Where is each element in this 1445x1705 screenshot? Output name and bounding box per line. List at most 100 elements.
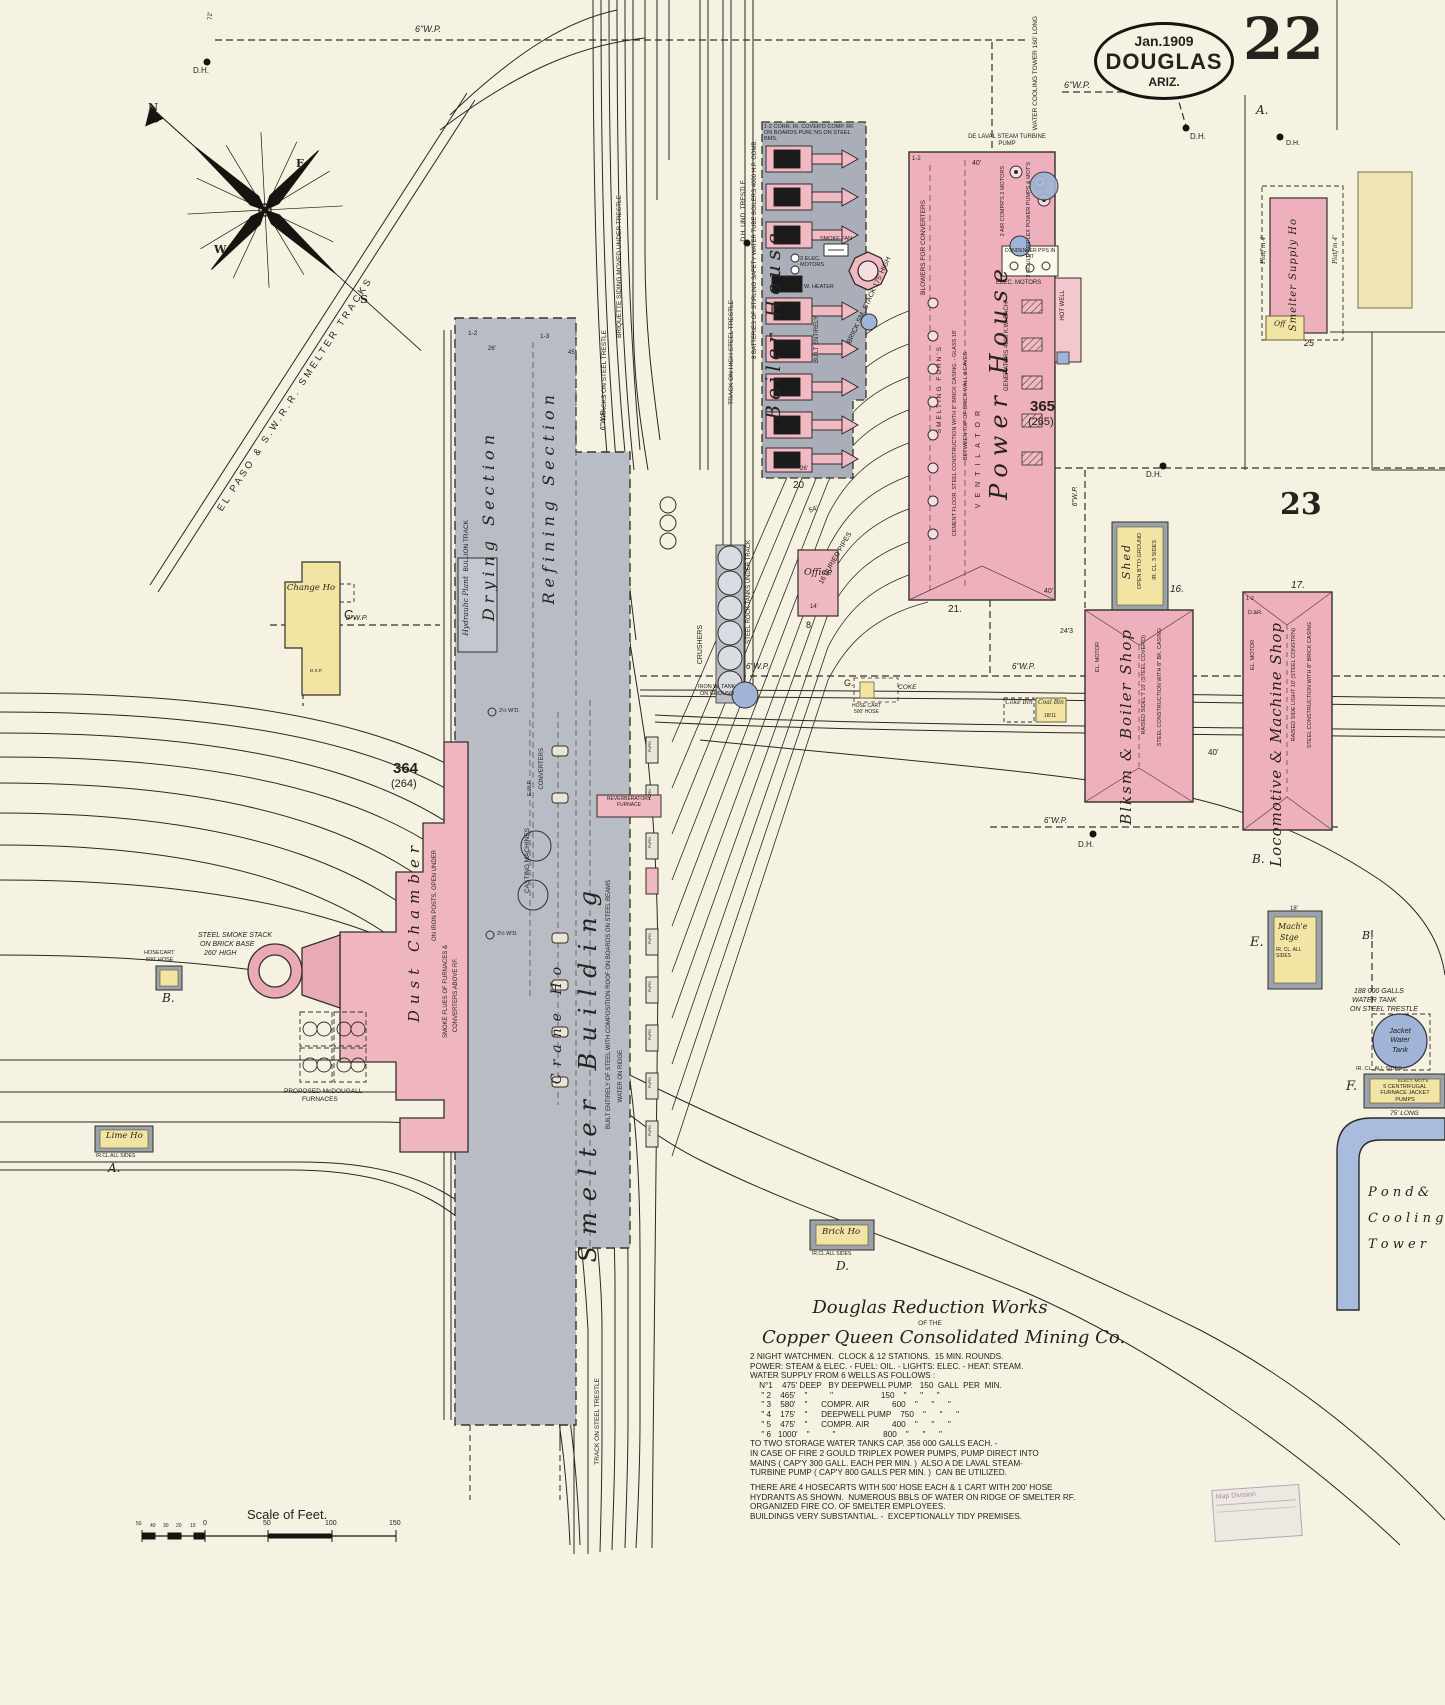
hydraulic-plant-shape: [457, 557, 498, 653]
scale-tick-50l: 50: [136, 1521, 142, 1527]
furn-label-4: FURN: [647, 933, 652, 945]
lime-house-shape: [94, 1125, 154, 1153]
loco-der-label: D.&R.: [1248, 610, 1263, 616]
pumps-line-3: PUMPS: [1395, 1096, 1415, 1103]
jacket-line-2: Water: [1390, 1035, 1410, 1045]
dh-label-1: D.H.: [193, 66, 209, 75]
trestle-tracks-label: TRACKS ON STEEL TRESTLE: [601, 330, 608, 422]
coke-bin-shape: [1003, 697, 1035, 723]
coke-bin-label: Coke Bin: [1005, 699, 1033, 706]
hosecart-b-label-1: HOSECART: [144, 950, 175, 956]
smelter-built-label: BUILT ENTIRELY OF STEEL WITH COMPOSITION…: [606, 880, 612, 1130]
pond-shape: [1336, 1117, 1445, 1311]
pond-line-3: T o w e r: [1368, 1237, 1427, 1252]
oval-date: Jan.1909: [1134, 33, 1194, 49]
dh-label-3: D.H.: [1286, 140, 1300, 147]
notes-line: TURBINE PUMP ( CAP'Y 800 GALLS PER MIN. …: [750, 1468, 1007, 1478]
jacket-pumps-shape: [1363, 1073, 1445, 1109]
supply-office-shape: [1265, 315, 1305, 341]
iron-tank-label-1: IRON W. TANK: [698, 684, 736, 690]
cement-label-1: CEMENT FLOOR. STEEL CONSTRUCTION WITH 8"…: [952, 330, 958, 537]
smoke-flues-label-2: CONVERTERS ABOVE RF.: [453, 958, 459, 1033]
briquette-label: BRIQUETTE SIDING MOVED UNDER TRESTLE: [616, 195, 623, 338]
smelting-furnace-circles: [927, 297, 939, 540]
office-number: 8: [806, 620, 812, 630]
scale-tick-m50: 50: [263, 1520, 271, 1527]
office-shape: [797, 549, 839, 617]
tank-letter-b: B.: [1362, 929, 1374, 942]
notes-line: HYDRANTS AS SHOWN. NUMEROUS BBLS OF WATE…: [750, 1492, 1076, 1502]
mcdougall-label-1: PROPOSED McDOUGALL: [284, 1088, 363, 1095]
notes-line: BUILDINGS VERY SUBSTANTIAL. - EXCEPTIONA…: [750, 1512, 1022, 1521]
scale-bar: [141, 1530, 397, 1542]
notes-line: 2 NIGHT WATCHMEN. CLOCK & 12 STATIONS. 1…: [750, 1352, 1004, 1361]
pumps-line-2: FURNACE JACKET: [1380, 1090, 1430, 1097]
power-house-number: 21.: [948, 604, 962, 615]
stamp-text: Map Division: [1215, 1491, 1257, 1501]
coke-label: COKE: [898, 684, 917, 691]
ref-letter-c: C.: [344, 607, 357, 622]
scale-tick-40: 40: [150, 1523, 156, 1529]
jacket-line-3: Tank: [1392, 1044, 1408, 1054]
furn-label-8: FURN: [647, 1125, 652, 1137]
built-entirely-label: BUILT ENTIRELY: [814, 316, 820, 364]
supply-office-label: Off: [1274, 319, 1286, 328]
stamp-line: [1216, 1499, 1297, 1506]
boiler-roof-label: 1-2 CORR. IR. COVER'D COMP. RF. ON BOARD…: [764, 124, 855, 143]
notes-line: " 5 475' " COMPR. AIR 400 " " ": [750, 1419, 951, 1429]
hot-well-label: HOT WELL: [1060, 290, 1066, 321]
loco-motor-label: EL. MOTOR: [1250, 640, 1256, 671]
coal-bin-dim: 18/11: [1044, 713, 1057, 719]
notes-line: " 4 175' " DEEPWELL PUMP 750 " " ": [750, 1410, 960, 1420]
tank-icon-2: [1009, 235, 1031, 257]
coal-bin-label: Coal Bin: [1038, 699, 1064, 706]
loco-raised-label: RAISED SIDE LIGHT 10' (STEEL CONSTR'N): [1291, 628, 1297, 742]
hosecart-b-label-2: 500' HOSE: [146, 957, 174, 963]
hot-well-water: [1056, 351, 1070, 365]
smoke-fan-label: SMOKE FAN: [820, 236, 853, 242]
furn-label-7: FURN: [647, 1077, 652, 1089]
iron-water-tank: [731, 681, 759, 709]
furn-label-2: FURN: [647, 789, 652, 801]
refining-section-label: Refining Section: [539, 390, 558, 605]
blksm-shop-name: Blksm & Boiler Shop: [1117, 628, 1135, 825]
stack-label-3: 260' HIGH: [204, 950, 237, 957]
hydrant-dots: [203, 58, 1284, 838]
library-stamp: Map Division: [1211, 1483, 1303, 1543]
dust-chamber-shape: [339, 741, 469, 1153]
water-tank-small-icon: [860, 313, 878, 331]
loco-d12: 1-2: [1246, 596, 1254, 602]
boiler-batteries-label: 8 BATTERIES OF STIRLING SAFETY WATER TUB…: [752, 140, 758, 359]
machine-storage-shape: [1267, 910, 1323, 990]
notes-line: TO TWO STORAGE WATER TANKS CAP. 356 000 …: [750, 1439, 998, 1449]
block-365-old: (265): [1028, 416, 1054, 428]
smelter-wd-2: 2½ W'D.: [497, 931, 518, 937]
blksm-motor-label: EL. MOTOR: [1095, 642, 1101, 673]
ph-motors-label: ELEC. MOTORS: [996, 280, 1042, 286]
scale-tick-m150: 150: [389, 1520, 401, 1527]
ewp-label: E.W.P.: [527, 780, 533, 797]
dust-posts-label: ON IRON POSTS. OPEN UNDER: [432, 850, 438, 942]
mcdougall-circles: [302, 1021, 366, 1073]
tank-label-3: ON STEEL TRESTLE: [1350, 1006, 1418, 1013]
wp6-label-low: 6"W.P.: [1044, 816, 1068, 825]
change-house-shape: [284, 561, 341, 696]
boiler-motors-label: 3 ELEC. MOTORS: [800, 256, 825, 269]
blksm-shop-shape: [1084, 609, 1194, 803]
supply-house-shape: [1269, 197, 1328, 334]
smelter-d13: 1-3: [540, 333, 550, 340]
pumps-long-label: 75' LONG: [1390, 1110, 1419, 1117]
casting-machines: [485, 707, 552, 940]
boiler-house-number: 20: [793, 480, 805, 491]
mach-cl-label: IR. CL. ALL SIDES: [1276, 947, 1302, 959]
notes-title: Douglas Reduction Works: [812, 1297, 1048, 1318]
rock-tank-circles: [659, 496, 743, 696]
dust-chamber-name: Dust Chamber: [405, 840, 423, 1023]
ref-letter-b: B.: [162, 991, 175, 1005]
ref-letter-e: E.: [1250, 935, 1264, 950]
blksm-dim-243: 24'3: [1060, 628, 1074, 635]
hosecart-b-shape: [155, 965, 183, 991]
oval-state: ARIZ.: [1148, 75, 1180, 89]
notes-line: " 2 465' " " 150 " " ": [750, 1390, 940, 1400]
